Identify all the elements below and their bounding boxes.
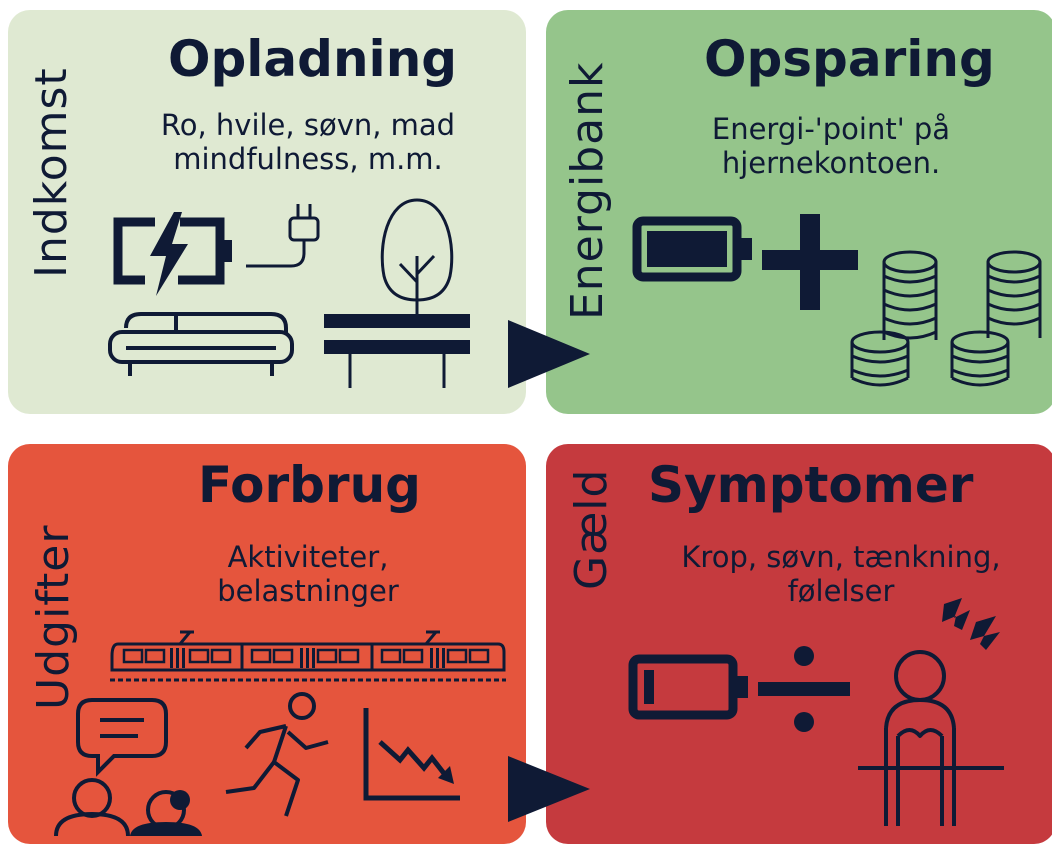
desc-line-2: belastninger — [217, 574, 399, 608]
battery-charging-icon — [113, 212, 232, 296]
plus-icon — [762, 214, 858, 310]
title-opsparing: Opsparing — [704, 30, 995, 88]
headache-person-icon — [858, 598, 1004, 826]
desc-symptomer: Krop, søvn, tænkning, følelser — [646, 540, 1036, 608]
sofa-icon — [108, 312, 294, 376]
side-label-energibank: Energibank — [562, 61, 613, 321]
running-person-icon — [225, 692, 329, 817]
panel-opladning: Indkomst Opladning Ro, hvile, søvn, mad … — [8, 10, 526, 414]
panel-forbrug: Udgifter Forbrug Aktiviteter, belastning… — [8, 444, 526, 844]
declining-chart-icon — [363, 708, 460, 801]
desc-opsparing: Energi-'point' på hjernekontoen. — [666, 112, 996, 180]
bench-icon — [324, 314, 470, 388]
desc-line-2: mindfulness, m.m. — [173, 142, 443, 176]
side-label-indkomst: Indkomst — [26, 67, 77, 278]
desc-forbrug: Aktiviteter, belastninger — [158, 540, 458, 608]
desc-line-1: Ro, hvile, søvn, mad — [160, 108, 456, 142]
title-forbrug: Forbrug — [198, 456, 421, 514]
tree-icon — [380, 198, 454, 324]
title-opladning: Opladning — [168, 30, 458, 88]
low-battery-icon — [628, 654, 748, 720]
divide-icon — [758, 646, 850, 732]
desc-line-2: hjernekontoen. — [721, 146, 941, 180]
side-label-gaeld: Gæld — [566, 468, 617, 590]
desc-line-2: følelser — [787, 574, 895, 608]
coin-stacks-icon — [850, 250, 1042, 387]
battery-icon — [632, 216, 752, 282]
arrow-right-icon — [508, 756, 590, 822]
panel-symptomer: Gæld Symptomer Krop, søvn, tænkning, føl… — [546, 444, 1052, 844]
desc-line-1: Energi-'point' på — [711, 112, 951, 146]
arrow-right-icon — [508, 320, 590, 388]
plug-icon — [246, 204, 320, 268]
desc-line-1: Krop, søvn, tænkning, — [681, 540, 1001, 574]
panel-opsparing: Energibank Opsparing Energi-'point' på h… — [546, 10, 1052, 414]
side-label-udgifter: Udgifter — [28, 524, 79, 710]
train-icon — [110, 630, 506, 682]
desc-line-1: Aktiviteter, — [227, 540, 389, 574]
title-symptomer: Symptomer — [648, 456, 974, 514]
desc-opladning: Ro, hvile, søvn, mad mindfulness, m.m. — [118, 108, 498, 176]
conversation-icon — [54, 698, 202, 836]
